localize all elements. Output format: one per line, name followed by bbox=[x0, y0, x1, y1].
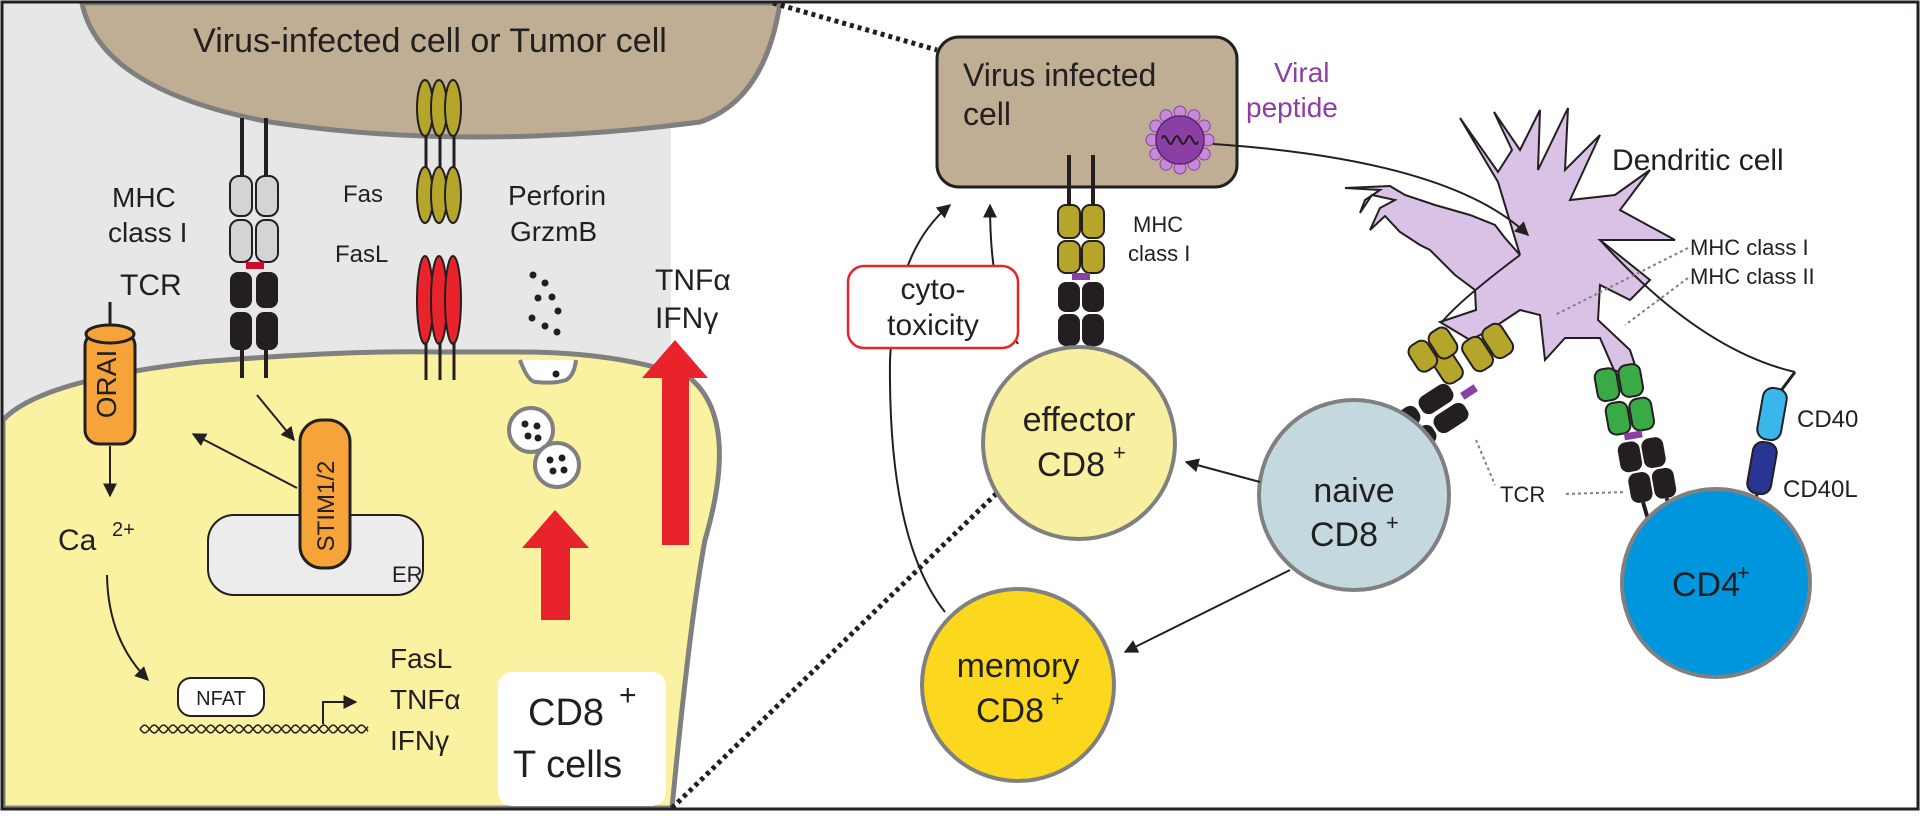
ifn-label: IFNγ bbox=[655, 302, 718, 335]
orai-channel: ORAI bbox=[83, 302, 137, 446]
viral-peptide-line2: peptide bbox=[1246, 92, 1338, 123]
mhc-class-1-label-line2: class I bbox=[108, 217, 187, 248]
naive-superscript: + bbox=[1386, 510, 1399, 535]
stim-label: STIM1/2 bbox=[313, 461, 340, 552]
cd4-label: CD4 bbox=[1672, 566, 1740, 604]
grzmb-label: GrzmB bbox=[510, 216, 597, 247]
granule-vesicle bbox=[533, 441, 581, 489]
infected-tumor-cell bbox=[78, 0, 783, 140]
nfat-label: NFAT bbox=[196, 688, 246, 710]
gene-tnf: TNFα bbox=[390, 684, 461, 715]
cd4-t-cell bbox=[1620, 487, 1812, 679]
mhc-class-1-label-line1: MHC bbox=[112, 182, 176, 213]
fas-fasl-complex bbox=[416, 79, 462, 380]
perforin-label: Perforin bbox=[508, 180, 606, 211]
virus-infected-cell-line2: cell bbox=[963, 96, 1011, 132]
virus-particle-icon bbox=[1145, 105, 1215, 175]
cytotoxicity-box bbox=[846, 264, 1020, 350]
cd8-box-line2: T cells bbox=[513, 744, 622, 786]
cd4-superscript: + bbox=[1737, 560, 1750, 585]
viral-peptide-line1: Viral bbox=[1274, 57, 1330, 88]
dc-mhc-1-tcr-complex bbox=[1407, 322, 1515, 385]
cd8-box-line1: CD8 bbox=[528, 692, 604, 734]
tnf-label: TNFα bbox=[655, 264, 731, 297]
stim-sensor bbox=[298, 418, 352, 570]
effector-label-line2: CD8 bbox=[1037, 446, 1105, 484]
effector-label-line1: effector bbox=[1023, 401, 1136, 439]
mhc-class-1-right-line1: MHC bbox=[1133, 212, 1183, 237]
memory-label-line1: memory bbox=[957, 647, 1080, 685]
transcription-start-arrow bbox=[322, 695, 358, 724]
tcr-complex bbox=[230, 272, 278, 378]
gene-ifn: IFNγ bbox=[390, 725, 449, 756]
fas-label: Fas bbox=[343, 181, 383, 208]
memory-superscript: + bbox=[1051, 686, 1064, 711]
dc-mhc-2-tcr-complex bbox=[1593, 363, 1677, 529]
red-upregulation-arrow bbox=[522, 510, 589, 620]
dc-mhc-class-2-label: MHC class II bbox=[1690, 264, 1815, 289]
effector-cd8-cell bbox=[981, 345, 1177, 541]
mhc-class-1-complex bbox=[229, 118, 279, 269]
cd8-t-cells-box bbox=[498, 672, 666, 806]
dendritic-cell-label: Dendritic cell bbox=[1612, 144, 1784, 177]
dna-strand bbox=[139, 724, 369, 734]
calcium-superscript: 2+ bbox=[112, 519, 135, 541]
memory-cd8-cell bbox=[920, 587, 1116, 783]
dendritic-cell bbox=[1344, 107, 1676, 382]
gene-fasl: FasL bbox=[390, 643, 452, 674]
cd40l-ligand bbox=[1746, 440, 1778, 496]
exocytosis-pore bbox=[518, 359, 578, 385]
tcr-right-label: TCR bbox=[1500, 482, 1545, 507]
cytotoxicity-line2: toxicity bbox=[887, 309, 979, 342]
right-panel: Virus infected cell Viral peptide MHC cl… bbox=[846, 35, 1858, 783]
naive-cd8-cell bbox=[1257, 398, 1451, 592]
fasl-label: FasL bbox=[335, 241, 388, 268]
cd40-label: CD40 bbox=[1797, 406, 1858, 433]
cd40-receptor bbox=[1756, 386, 1788, 442]
memory-label-line2: CD8 bbox=[976, 692, 1044, 730]
orai-label: ORAI bbox=[91, 350, 122, 418]
cytotoxicity-line1: cyto- bbox=[900, 273, 965, 306]
infected-tumor-cell-title: Virus-infected cell or Tumor cell bbox=[193, 22, 667, 60]
er-label: ER bbox=[392, 562, 423, 587]
effector-superscript: + bbox=[1113, 440, 1126, 465]
granule-dots bbox=[528, 271, 562, 336]
cd8-box-superscript: + bbox=[619, 679, 637, 712]
virus-infected-cell-line1: Virus infected bbox=[963, 57, 1156, 93]
tcr-label: TCR bbox=[120, 269, 182, 302]
zoom-connector-line bbox=[772, 0, 938, 53]
naive-label-line1: naive bbox=[1313, 472, 1394, 510]
left-panel: Virus-infected cell or Tumor cell MHC cl… bbox=[0, 0, 783, 811]
granule-vesicle bbox=[507, 406, 555, 454]
nfat-box bbox=[177, 677, 265, 717]
cd40l-label: CD40L bbox=[1783, 476, 1858, 503]
mhc-class-1-right-line2: class I bbox=[1128, 241, 1190, 266]
naive-label-line2: CD8 bbox=[1310, 516, 1378, 554]
calcium-label: Ca bbox=[58, 524, 97, 557]
mhc-tcr-stack bbox=[1057, 155, 1105, 368]
dc-mhc-class-1-label: MHC class I bbox=[1690, 235, 1809, 260]
red-upregulation-arrow bbox=[642, 340, 708, 545]
